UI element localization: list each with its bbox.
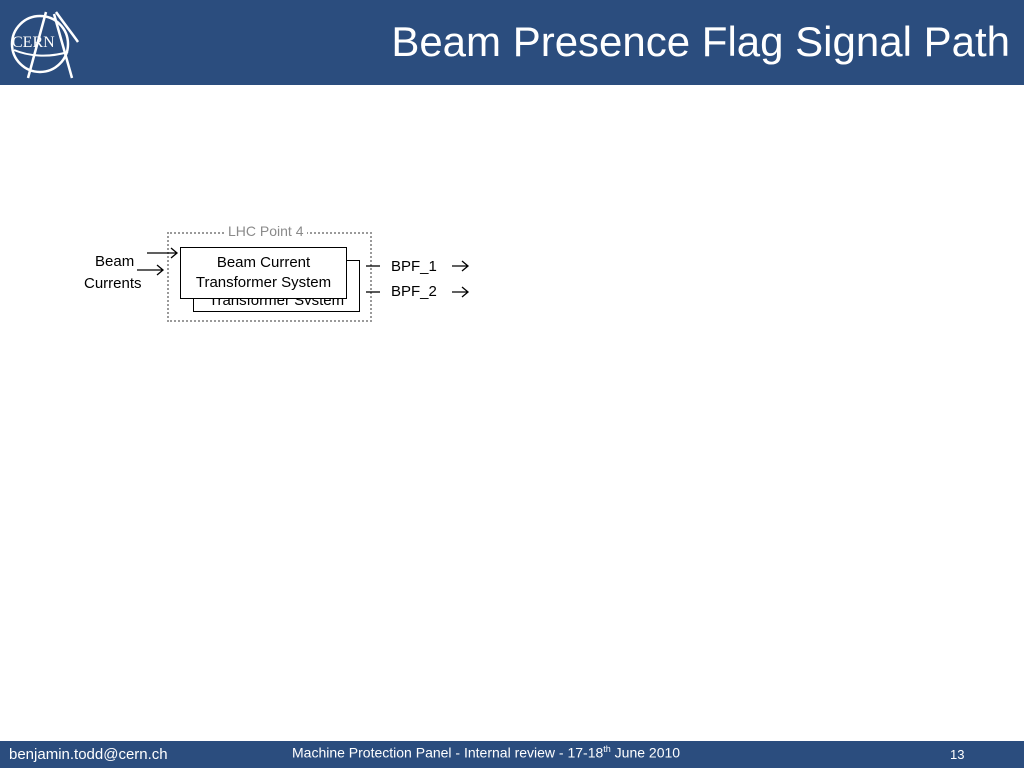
input-arrow-currents bbox=[147, 247, 179, 259]
lhc-point-label: LHC Point 4 bbox=[224, 222, 308, 240]
input-label-currents: Currents bbox=[84, 275, 142, 292]
page-number: 13 bbox=[950, 747, 965, 762]
system-box: Beam Current Transformer System bbox=[180, 247, 347, 299]
page-title: Beam Presence Flag Signal Path bbox=[391, 18, 1010, 65]
header-bar: CERN Beam Presence Flag Signal Path bbox=[0, 0, 1024, 85]
input-arrow-beam bbox=[137, 264, 165, 276]
cern-logo-text: CERN bbox=[12, 34, 55, 51]
footer-event-suffix: June 2010 bbox=[610, 744, 681, 761]
footer-event: Machine Protection Panel - Internal revi… bbox=[292, 744, 680, 761]
cern-logo-icon: CERN bbox=[10, 11, 80, 79]
footer-event-sup: th bbox=[603, 744, 611, 754]
footer-bar: benjamin.todd@cern.ch Machine Protection… bbox=[0, 741, 1024, 768]
output-arrow-2 bbox=[452, 286, 470, 298]
system-box-line-2: Transformer System bbox=[195, 274, 332, 291]
input-label-beam: Beam bbox=[95, 253, 135, 270]
output-arrow-1 bbox=[452, 260, 470, 272]
footer-event-prefix: Machine Protection Panel - Internal revi… bbox=[292, 744, 604, 761]
system-box-line-1: Beam Current bbox=[216, 254, 311, 271]
footer-email: benjamin.todd@cern.ch bbox=[9, 746, 168, 763]
output-label-bpf-2: BPF_2 bbox=[391, 283, 437, 300]
output-label-bpf-1: BPF_1 bbox=[391, 258, 437, 275]
